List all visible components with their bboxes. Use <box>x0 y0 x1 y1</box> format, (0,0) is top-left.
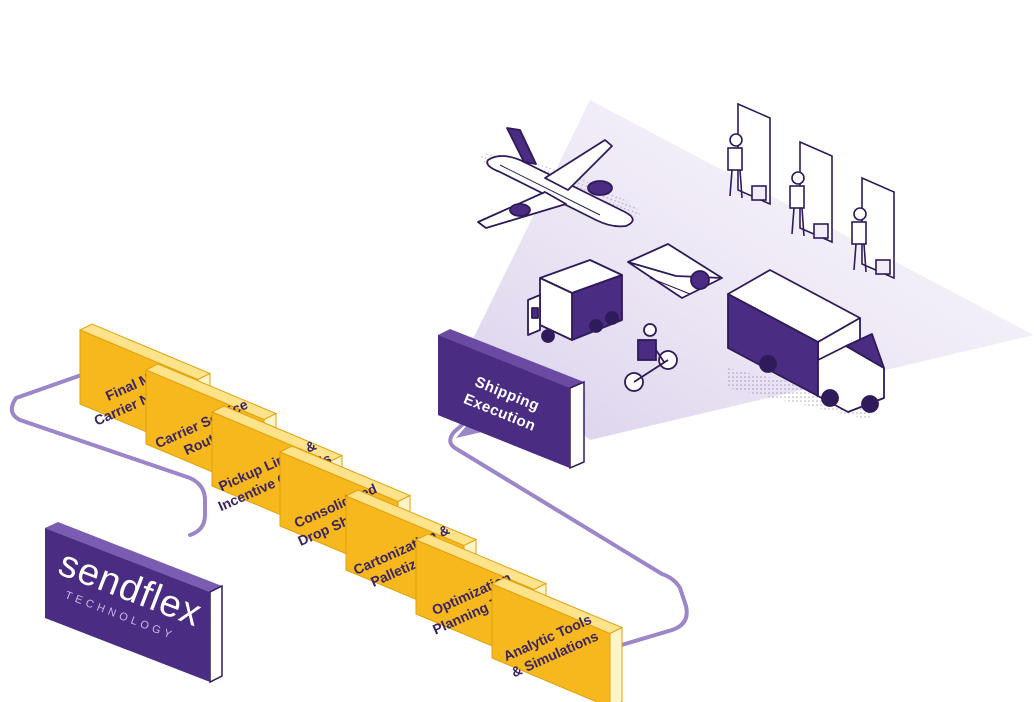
delivery-van-icon <box>527 259 623 343</box>
door-delivery-person-icon <box>727 102 895 280</box>
process-step-block: Analytic Tools& Simulations <box>490 577 624 702</box>
box-truck-icon <box>727 269 885 420</box>
courier-bike-icon <box>624 323 678 392</box>
airplane-icon <box>477 127 640 229</box>
shipping-execution-block: Shipping Execution <box>438 329 585 470</box>
envelope-icon <box>627 243 723 299</box>
sendflex-brand-block: sendflex TECHNOLOGY <box>45 522 223 684</box>
